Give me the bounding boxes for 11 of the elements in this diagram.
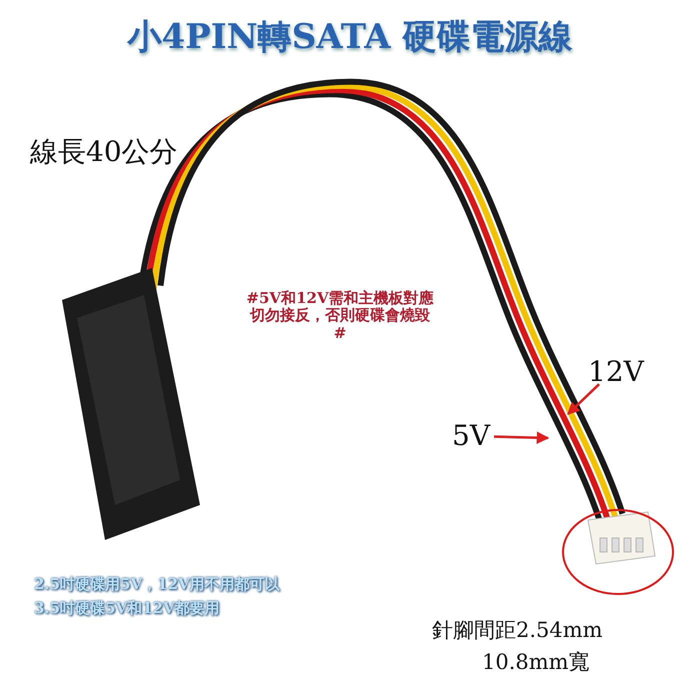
usage-note: 2.5吋硬碟用5V，12V用不用都可以: [34, 576, 280, 594]
voltage-label: 12V: [588, 356, 644, 388]
usage-note: 3.5吋硬碟5V和12V都要用: [34, 600, 220, 618]
warning-note: #5V和12V需和主機板對應切勿接反，否則硬碟會燒毀#: [245, 290, 435, 342]
leader-arrow: [567, 383, 600, 415]
leader-arrow: [494, 431, 550, 444]
title: 小4PIN轉SATA 硬碟電源線: [126, 18, 574, 58]
length-note: 線長40公分: [30, 136, 178, 168]
pitch-note: 針腳間距2.54mm: [432, 618, 603, 642]
width-note: 10.8mm寬: [482, 650, 590, 674]
voltage-label: 5V: [452, 420, 490, 452]
